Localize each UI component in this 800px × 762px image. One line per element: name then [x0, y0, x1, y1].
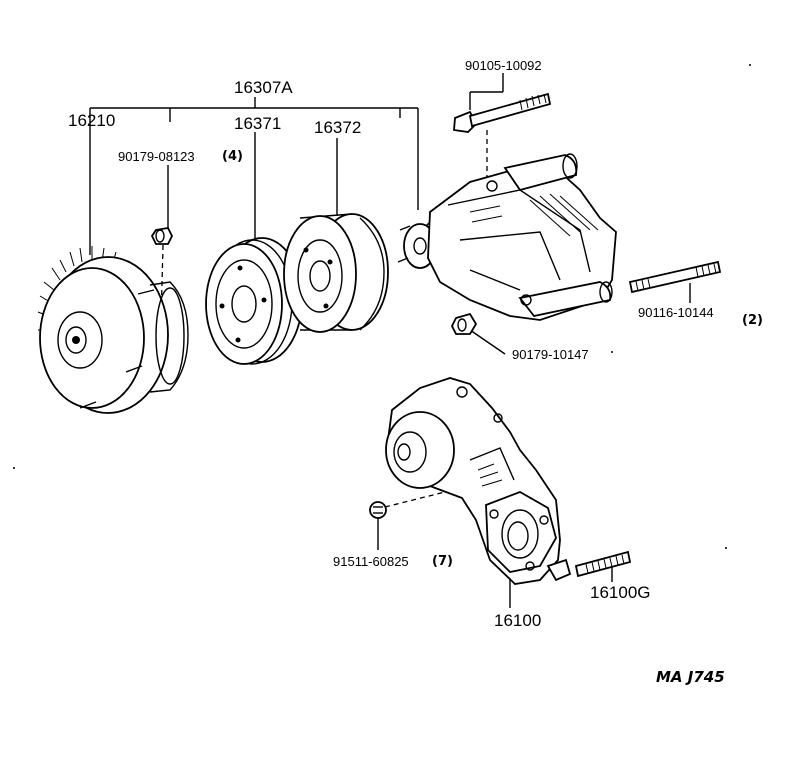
plug-91511-60825 — [369, 501, 387, 519]
label-16100G: 16100G — [590, 583, 651, 602]
label-90105-10092: 90105-10092 — [465, 58, 542, 73]
label-16371: 16371 — [234, 114, 282, 133]
pulley-16371 — [205, 237, 303, 365]
water-pump-16100 — [385, 377, 572, 585]
label-qty-7: (7) — [432, 554, 453, 569]
stud-90116-10144 — [628, 260, 722, 294]
fan-clutch-16210 — [37, 246, 189, 414]
label-qty-4: (4) — [222, 149, 243, 164]
stud-16100G — [574, 550, 632, 578]
pulley-16372 — [283, 213, 389, 333]
label-16307A: 16307A — [234, 78, 293, 97]
label-91511-60825: 91511-60825 — [333, 554, 409, 569]
label-16210: 16210 — [68, 111, 116, 130]
figure-code: MA J745 — [656, 668, 725, 686]
nut-90179-08123 — [150, 227, 174, 245]
label-90116-10144: 90116-10144 — [638, 305, 714, 320]
label-90179-10147: 90179-10147 — [512, 347, 589, 362]
label-16100: 16100 — [494, 611, 542, 630]
bolt-90105-10092 — [453, 92, 552, 133]
nut-90179-10147 — [450, 312, 478, 335]
label-90179-08123: 90179-08123 — [118, 149, 195, 164]
label-16372: 16372 — [314, 118, 362, 137]
water-pump-upper-assembly — [397, 153, 617, 321]
label-qty-2: (2) — [742, 313, 763, 328]
